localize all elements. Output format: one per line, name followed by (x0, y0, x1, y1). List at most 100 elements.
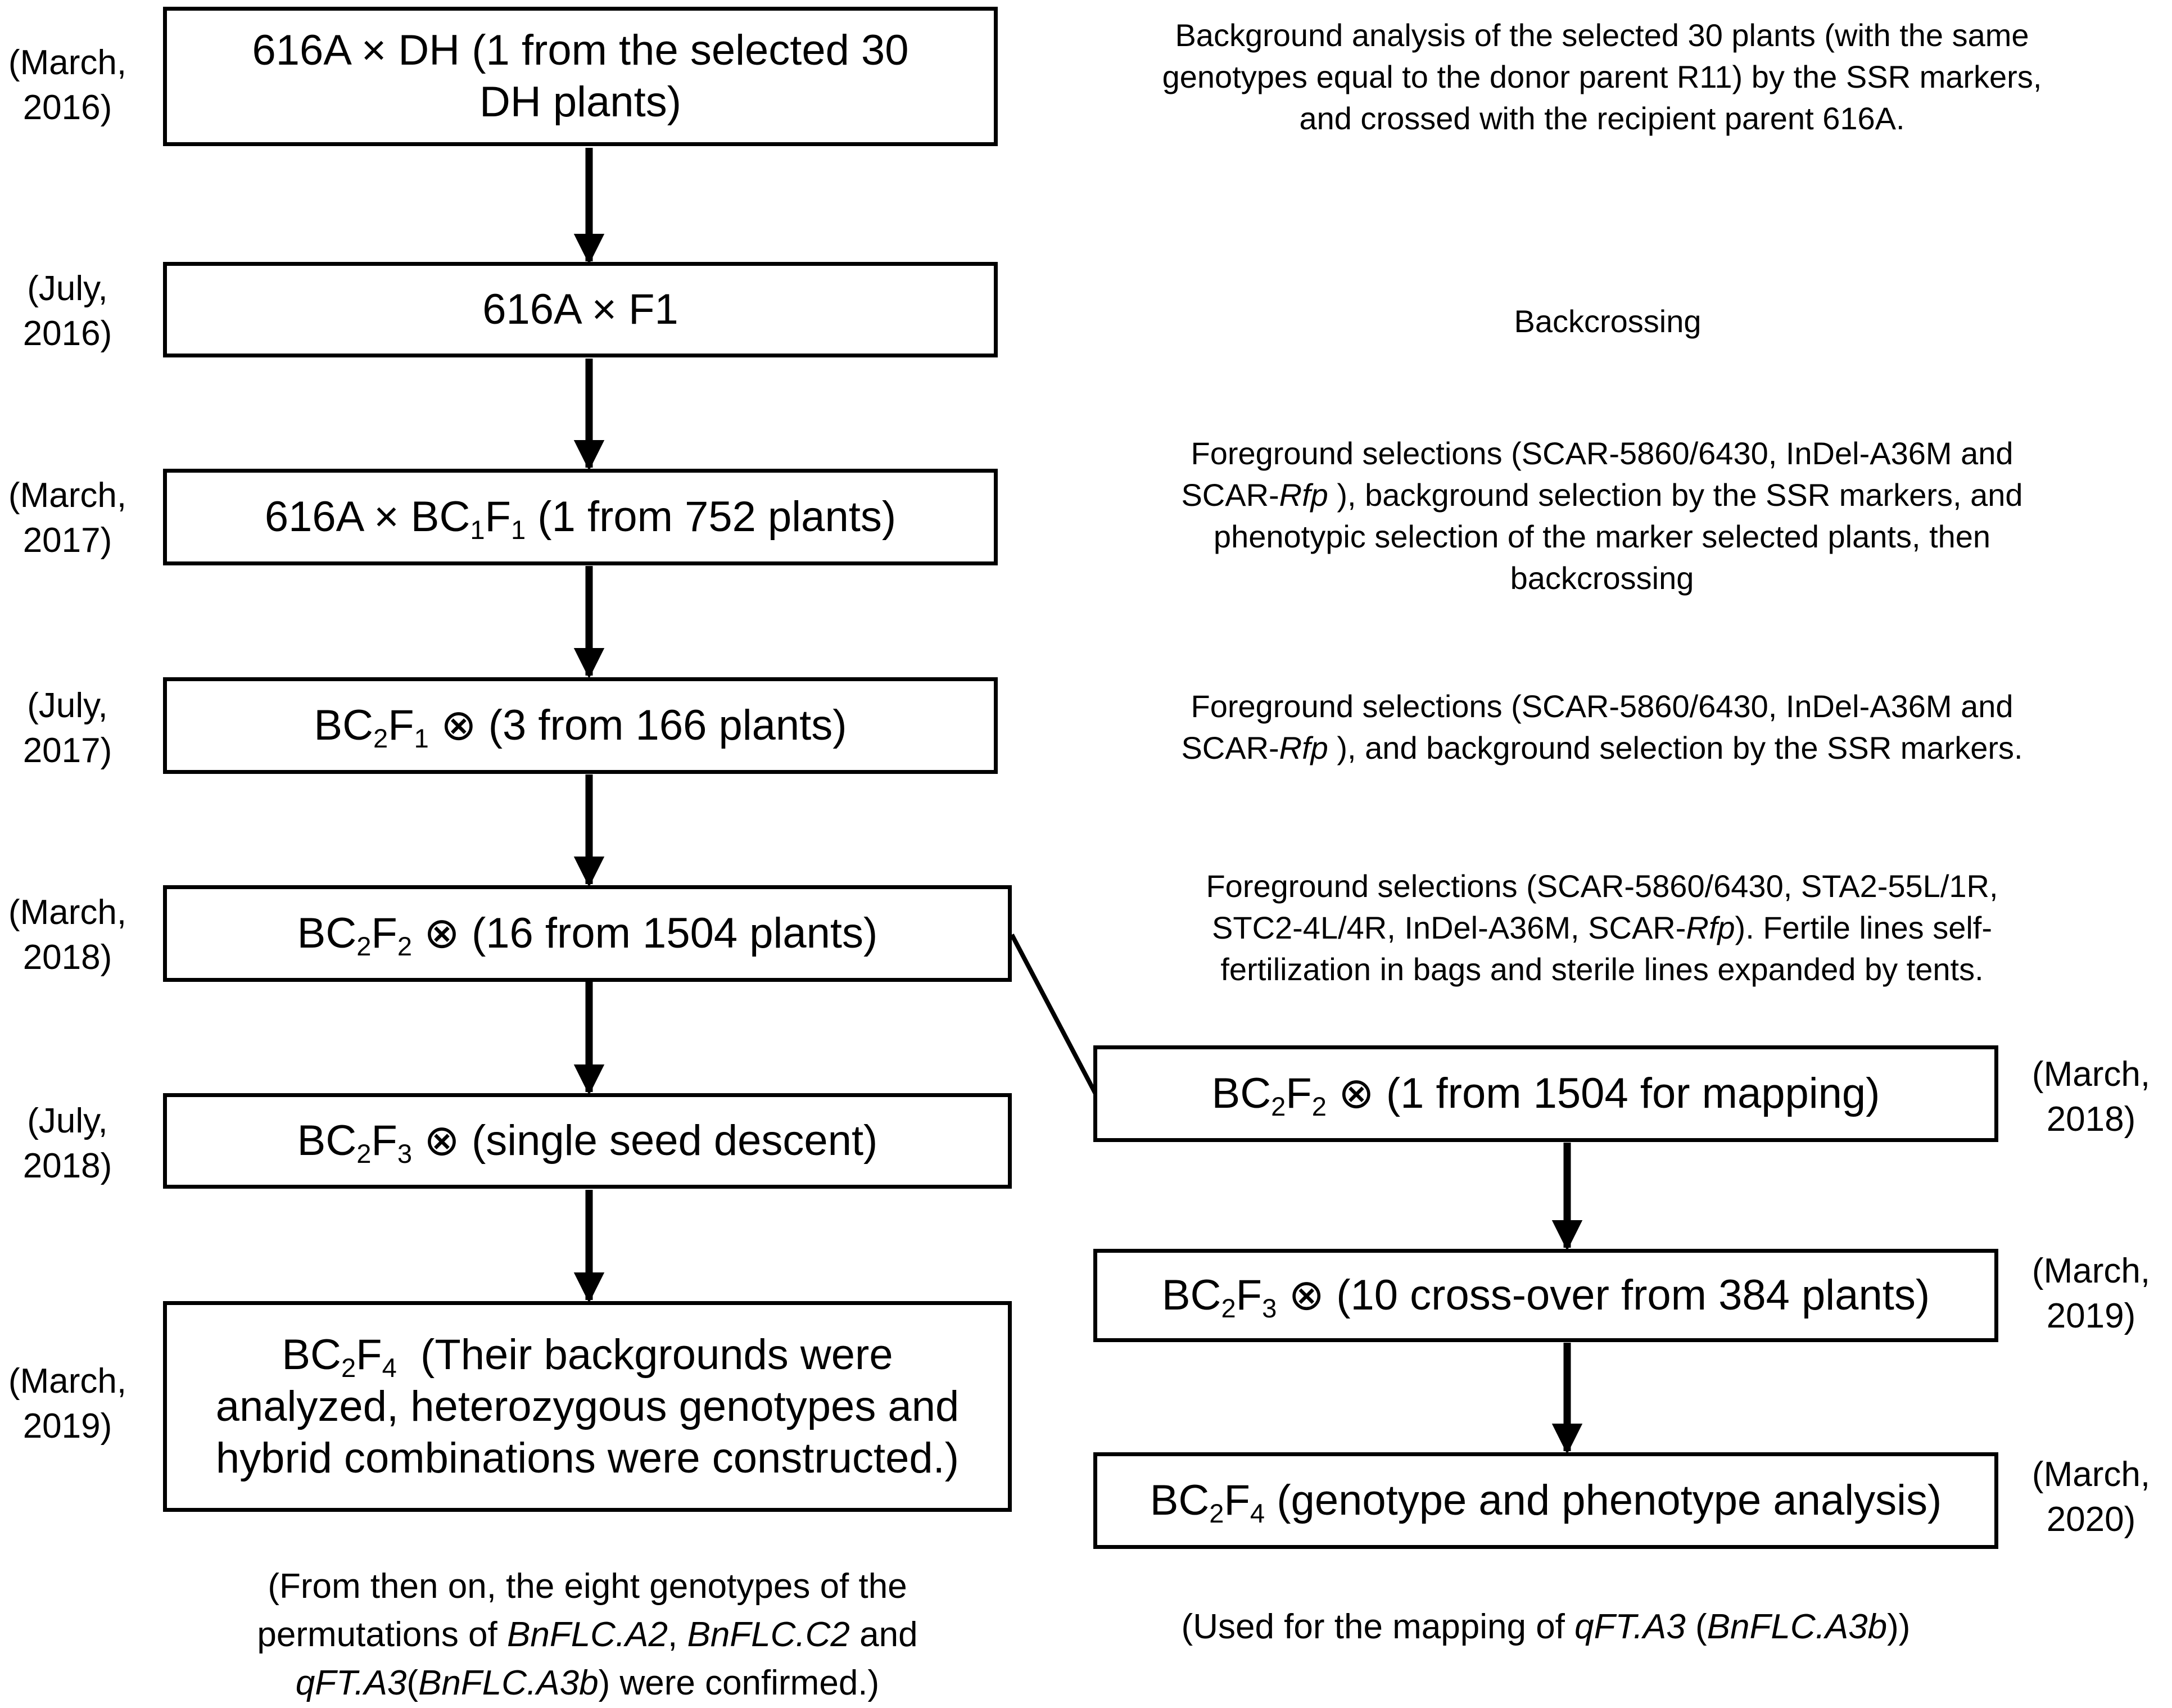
note-line: fertilization in bags and sterile lines … (1220, 952, 1984, 987)
subscript: 2 (1221, 1293, 1236, 1324)
subscript: 1 (414, 723, 429, 754)
date-label: (July, 2016) (0, 266, 135, 356)
note-line: and crossed with the recipient parent 61… (1299, 101, 1905, 136)
note-italic: Rfp (1279, 730, 1328, 765)
subscript: 1 (470, 515, 485, 545)
note-foreground-selection-1: Foreground selections (SCAR-5860/6430, I… (1102, 433, 2102, 599)
date-label: (July, 2017) (0, 683, 135, 773)
box-text-part: BC (314, 701, 373, 749)
box-bc2f2-mapping: BC2F2 ⊗ (1 from 1504 for mapping) (1093, 1045, 1998, 1142)
date-line: (July, (27, 686, 108, 725)
box-text-part: BC (297, 1117, 357, 1165)
box-text-part: ⊗ (single seed descent) (412, 1117, 878, 1165)
box-text-line: analyzed, heterozygous genotypes and (215, 1382, 960, 1430)
box-text-part: F (371, 909, 397, 957)
box-text-part: (Their backgrounds were (396, 1330, 893, 1379)
note-text-part: ), background selection by the SSR marke… (1328, 477, 2023, 513)
box-text-part: F (1236, 1271, 1263, 1319)
box-text-part: F (1286, 1070, 1312, 1117)
caption-italic: qFT.A3 (295, 1664, 407, 1702)
note-italic: Rfp (1279, 477, 1328, 513)
note-line: Foreground selections (SCAR-5860/6430, S… (1206, 868, 1998, 904)
date-line: 2018) (22, 1147, 112, 1185)
branch-line (1010, 934, 1098, 1096)
date-label: (March, 2017) (0, 473, 135, 563)
date-line: (March, (8, 476, 127, 515)
note-background-analysis: Background analysis of the selected 30 p… (1102, 15, 2102, 139)
note-italic: Rfp (1686, 910, 1735, 945)
subscript: 4 (1250, 1498, 1265, 1529)
box-616a-x-dh-line1: 616A × DH (1 from the selected 30 (252, 26, 909, 74)
date-label: (March, 2018) (0, 890, 135, 980)
caption-text-part: , (668, 1615, 687, 1654)
subscript: 3 (397, 1139, 413, 1169)
box-text-part: ⊗ (1 from 1504 for mapping) (1326, 1070, 1880, 1117)
date-line: 2017) (22, 521, 112, 560)
box-text-line: hybrid combinations were constructed.) (215, 1434, 960, 1482)
note-line: phenotypic selection of the marker selec… (1213, 519, 1991, 554)
box-text-part: ⊗ (10 cross-over from 384 plants) (1277, 1271, 1930, 1319)
date-line: 2016) (22, 314, 112, 353)
subscript: 2 (1271, 1091, 1286, 1122)
date-line: (July, (27, 269, 108, 308)
note-line: genotypes equal to the donor parent R11)… (1162, 59, 2042, 94)
date-label: (July, 2018) (0, 1099, 135, 1189)
note-text-part: STC2-4L/4R, InDel-A36M, SCAR- (1212, 910, 1686, 945)
box-text-part: BC (1161, 1271, 1221, 1319)
date-label: (March,2018) (2024, 1052, 2159, 1142)
box-text-part: F (388, 701, 414, 749)
caption-right: (Used for the mapping of qFT.A3 (BnFLC.A… (1093, 1603, 1998, 1651)
box-text-part: ⊗ (3 from 166 plants) (428, 701, 847, 749)
date-line: (March, (8, 893, 127, 932)
box-616a-x-bc1f1: 616A × BC1F1 (1 from 752 plants) (163, 469, 998, 565)
box-text-part: F (356, 1330, 382, 1379)
caption-left: (From then on, the eight genotypes of th… (163, 1562, 1012, 1707)
date-line: 2018) (22, 938, 112, 977)
box-text-part: F (371, 1117, 397, 1165)
subscript: 2 (1311, 1091, 1327, 1122)
date-line: (July, (27, 1102, 108, 1140)
note-text-part: SCAR- (1181, 477, 1279, 513)
caption-text-part: permutations of (257, 1615, 507, 1654)
box-bc2f1: BC2F1 ⊗ (3 from 166 plants) (163, 677, 998, 774)
date-label: (March,2019) (2024, 1249, 2159, 1339)
date-line: 2017) (22, 731, 112, 770)
box-bc2f3-crossover: BC2F3 ⊗ (10 cross-over from 384 plants) (1093, 1249, 1998, 1342)
box-text-part: (1 from 752 plants) (526, 493, 897, 541)
caption-text-part: ) were confirmed.) (598, 1664, 880, 1702)
subscript: 2 (356, 1139, 372, 1169)
box-text-part: BC (1150, 1476, 1210, 1524)
caption-text-part: ( (406, 1664, 419, 1702)
note-line: Backcrossing (1514, 303, 1702, 339)
caption-italic: qFT.A3 (1574, 1607, 1686, 1646)
date-label: (March,2020) (2024, 1452, 2159, 1542)
caption-italic: BnFLC.A3b (1707, 1607, 1888, 1646)
box-text-part: BC (282, 1330, 341, 1379)
box-text-part: BC (297, 909, 357, 957)
note-line: Foreground selections (SCAR-5860/6430, I… (1191, 688, 2013, 724)
box-616a-x-f1: 616A × F1 (163, 262, 998, 357)
note-backcrossing: Backcrossing (1327, 301, 1889, 342)
note-text-part: ), and background selection by the SSR m… (1328, 730, 2023, 765)
note-line: Background analysis of the selected 30 p… (1175, 17, 2029, 53)
box-616a-x-dh-line2: DH plants) (479, 78, 681, 126)
box-616a-x-f1-label: 616A × F1 (482, 286, 678, 333)
note-text-part: SCAR- (1181, 730, 1279, 765)
date-line: 2018) (2046, 1100, 2136, 1139)
box-text-part: 616A × BC (264, 493, 470, 541)
note-foreground-selection-3: Foreground selections (SCAR-5860/6430, S… (1102, 866, 2102, 990)
note-foreground-selection-2: Foreground selections (SCAR-5860/6430, I… (1102, 686, 2102, 769)
subscript: 3 (1262, 1293, 1277, 1324)
box-bc2f4-analysis: BC2F4 (genotype and phenotype analysis) (1093, 1452, 1998, 1549)
caption-text-part: and (849, 1615, 918, 1654)
subscript: 2 (356, 931, 372, 962)
date-label: (March,2016) (0, 40, 135, 130)
box-text-part: BC (1211, 1070, 1271, 1117)
caption-italic: BnFLC.C2 (687, 1615, 850, 1654)
note-line: Foreground selections (SCAR-5860/6430, I… (1191, 436, 2013, 471)
date-label: (March,2019) (0, 1359, 135, 1449)
caption-text-part: ( (1685, 1607, 1707, 1646)
